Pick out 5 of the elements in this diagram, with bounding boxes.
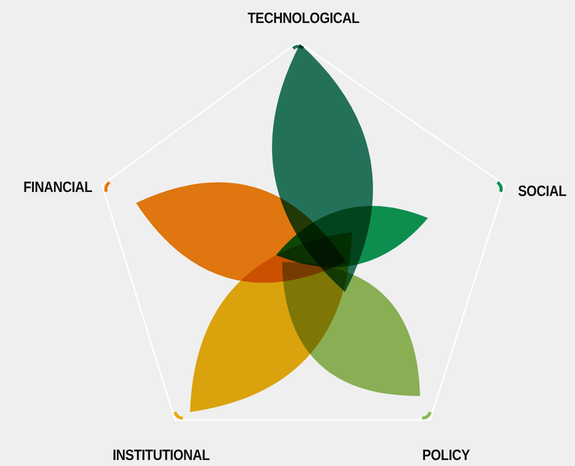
category-label: FINANCIAL [23, 178, 92, 196]
category-label: INSTITUTIONAL [112, 446, 210, 464]
category-label: SOCIAL [518, 182, 566, 200]
category-label: TECHNOLOGICAL [247, 10, 359, 26]
category-label: POLICY [422, 446, 470, 464]
